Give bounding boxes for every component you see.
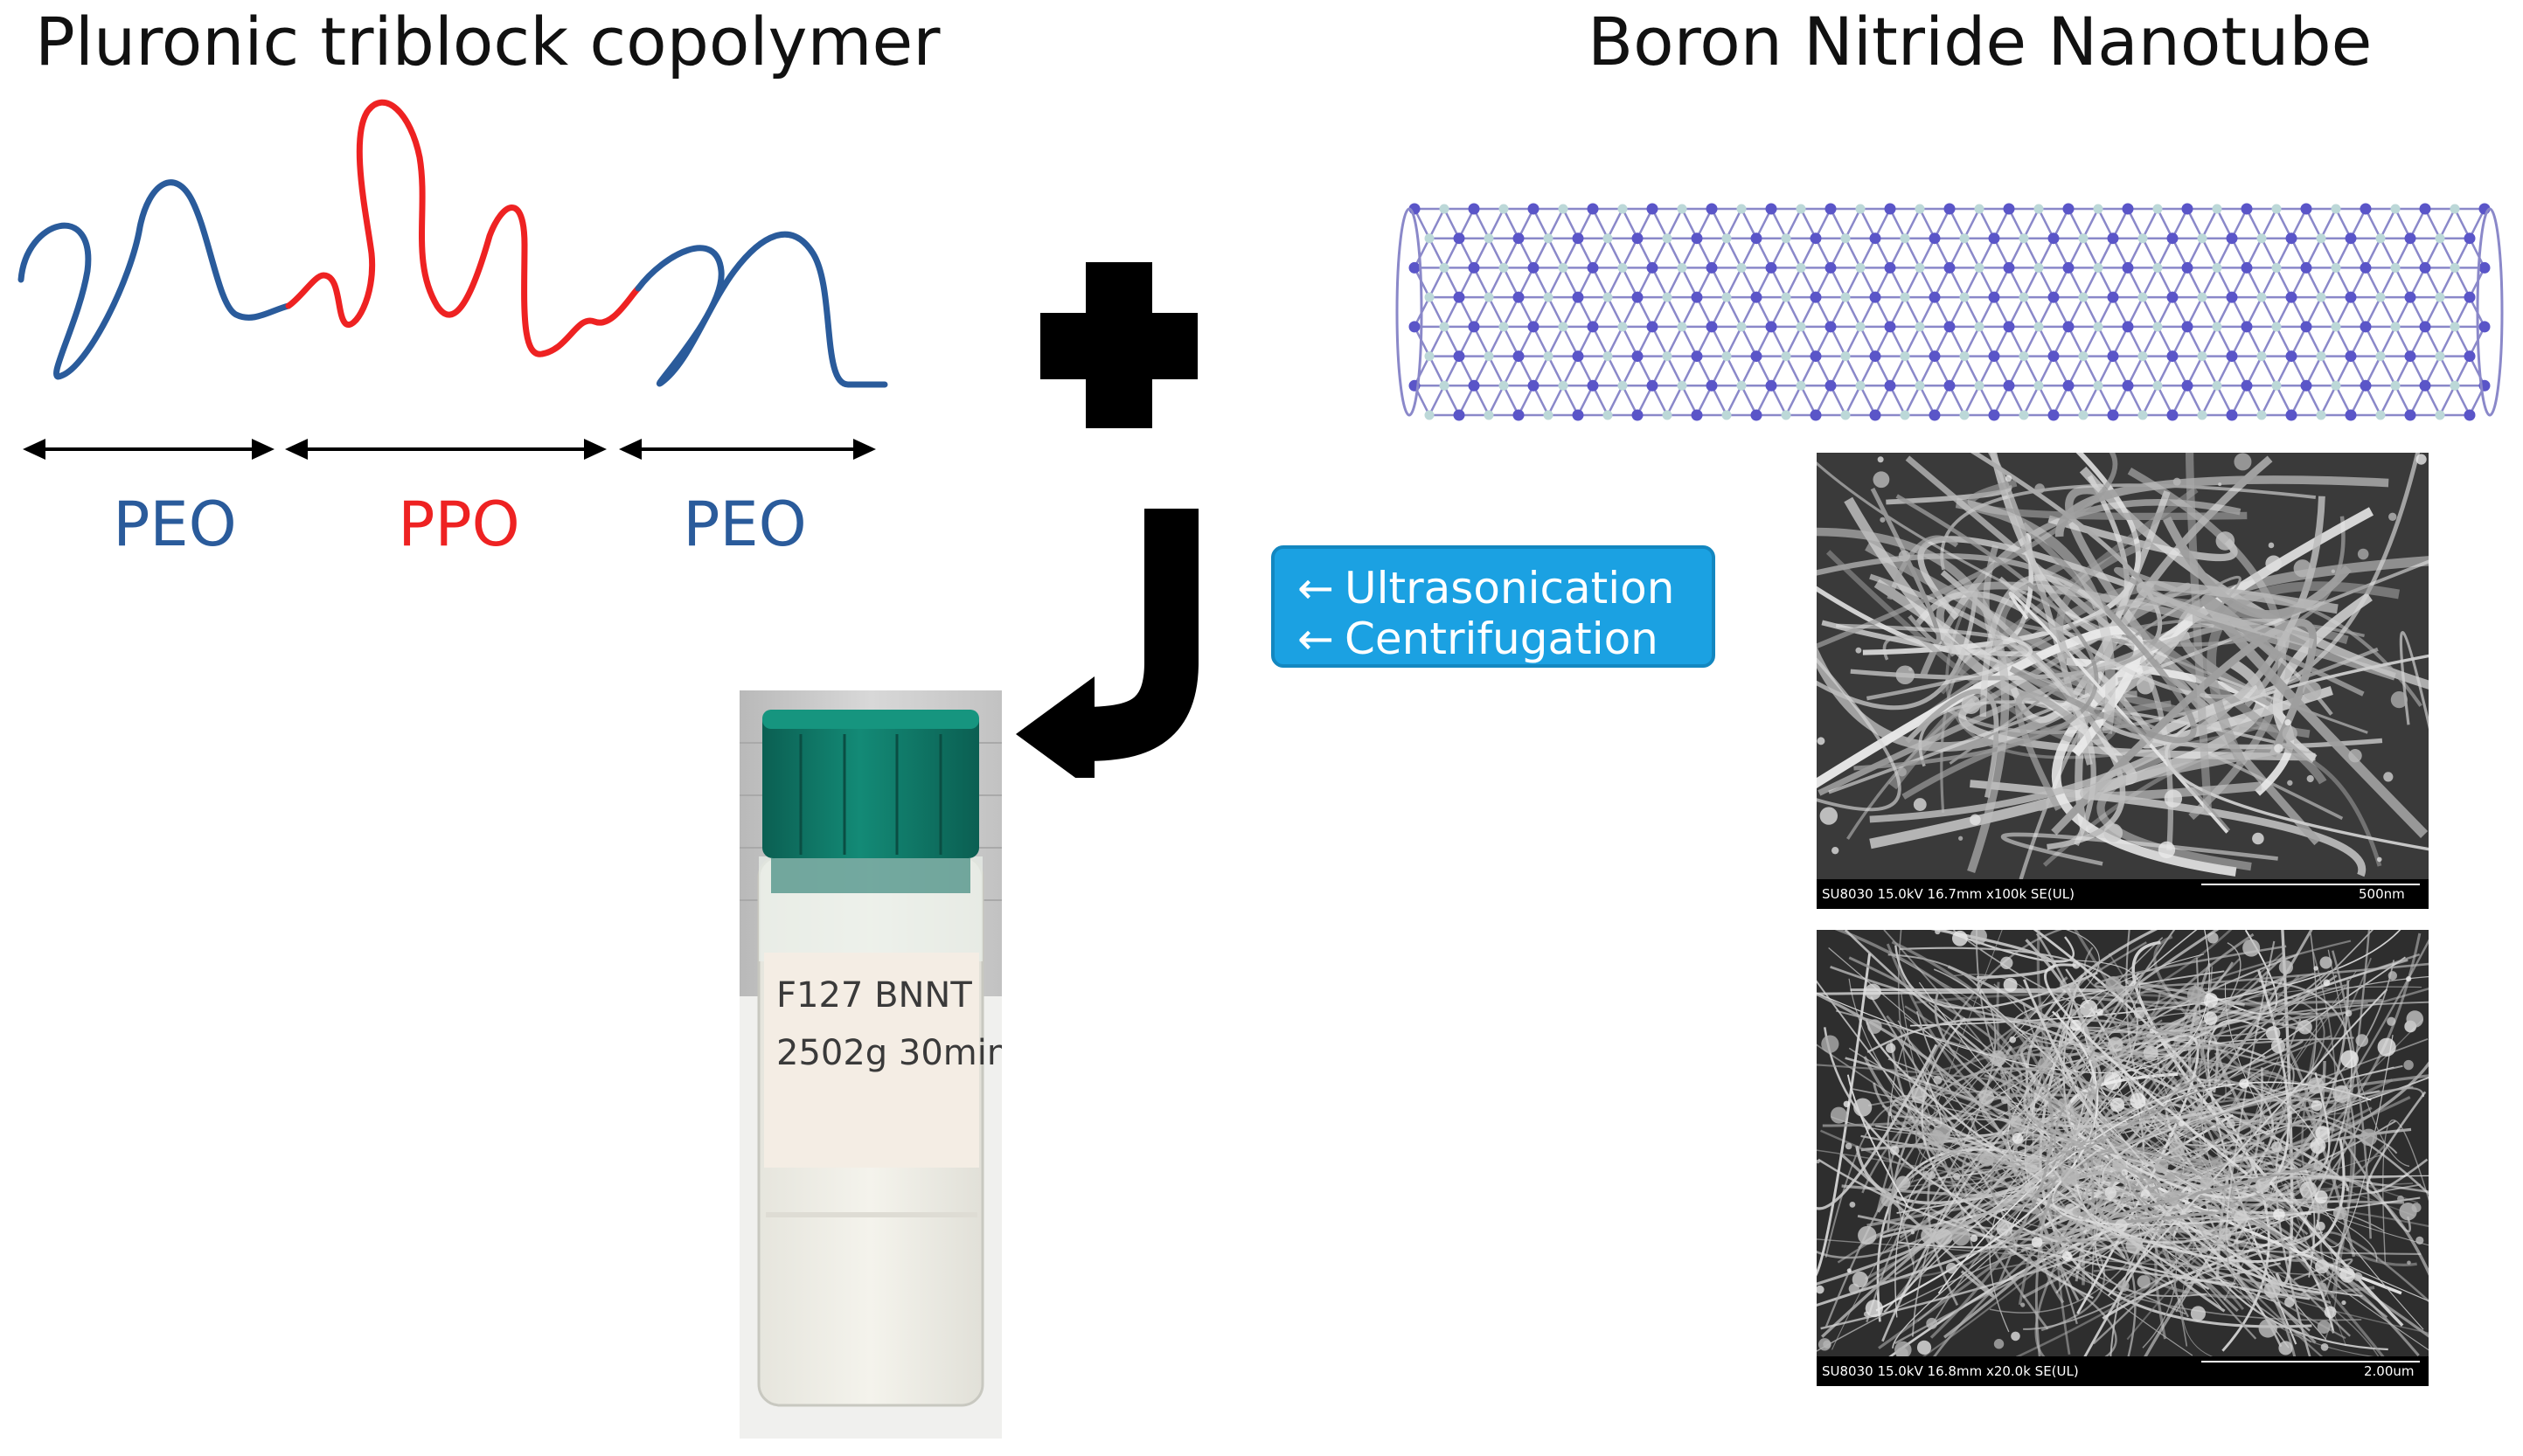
centrifugation-label: Centrifugation <box>1345 614 1658 664</box>
left-arrow-icon: ← <box>1297 563 1334 614</box>
sem-image-high-mag: SU8030 15.0kV 16.7mm x100k SE(UL) 500nm <box>1817 453 2429 909</box>
peo-label-right: PEO <box>683 489 807 560</box>
vial-photo: F127 BNNT 2502g 30min <box>740 690 1002 1439</box>
segment-length-arrows <box>23 439 876 460</box>
plus-icon <box>1040 262 1198 428</box>
peo-right-length-arrow <box>619 439 876 460</box>
sem-bottom-caption: SU8030 15.0kV 16.8mm x20.0k SE(UL) <box>1822 1363 2079 1379</box>
left-arrow-icon: ← <box>1297 614 1334 664</box>
curved-arrow-icon <box>1016 509 1199 778</box>
process-step-ultrasonication: ←Ultrasonication <box>1297 566 1674 610</box>
sem-top-caption: SU8030 15.0kV 16.7mm x100k SE(UL) <box>1822 886 2075 902</box>
vial-label-line2: 2502g 30min <box>776 1033 1002 1073</box>
peo-chain-right <box>635 231 888 388</box>
sem-bottom-scale: 2.00um <box>2364 1363 2415 1379</box>
sem-image-low-mag: SU8030 15.0kV 16.8mm x20.0k SE(UL) 2.00u… <box>1817 930 2429 1386</box>
vial-label <box>764 953 979 1168</box>
sem-top-scale: 500nm <box>2359 886 2405 902</box>
ultrasonication-label: Ultrasonication <box>1345 563 1675 614</box>
nanotube-title: Boron Nitride Nanotube <box>1588 3 2373 80</box>
peo-label-left: PEO <box>113 489 237 560</box>
peo-chain-left <box>17 179 292 380</box>
peo-left-length-arrow <box>23 439 275 460</box>
polymer-chain-diagram <box>17 99 888 388</box>
copolymer-title: Pluronic triblock copolymer <box>35 3 941 80</box>
bnnt-nanotube-illustration <box>1395 203 2504 421</box>
ppo-label: PPO <box>398 489 520 560</box>
ppo-length-arrow <box>285 439 607 460</box>
process-steps-box: ←Ultrasonication ←Centrifugation <box>1271 545 1715 668</box>
ppo-chain <box>285 99 642 357</box>
vial-label-line1: F127 BNNT <box>776 975 972 1016</box>
process-step-centrifugation: ←Centrifugation <box>1297 617 1658 661</box>
vial-cap <box>762 710 979 858</box>
